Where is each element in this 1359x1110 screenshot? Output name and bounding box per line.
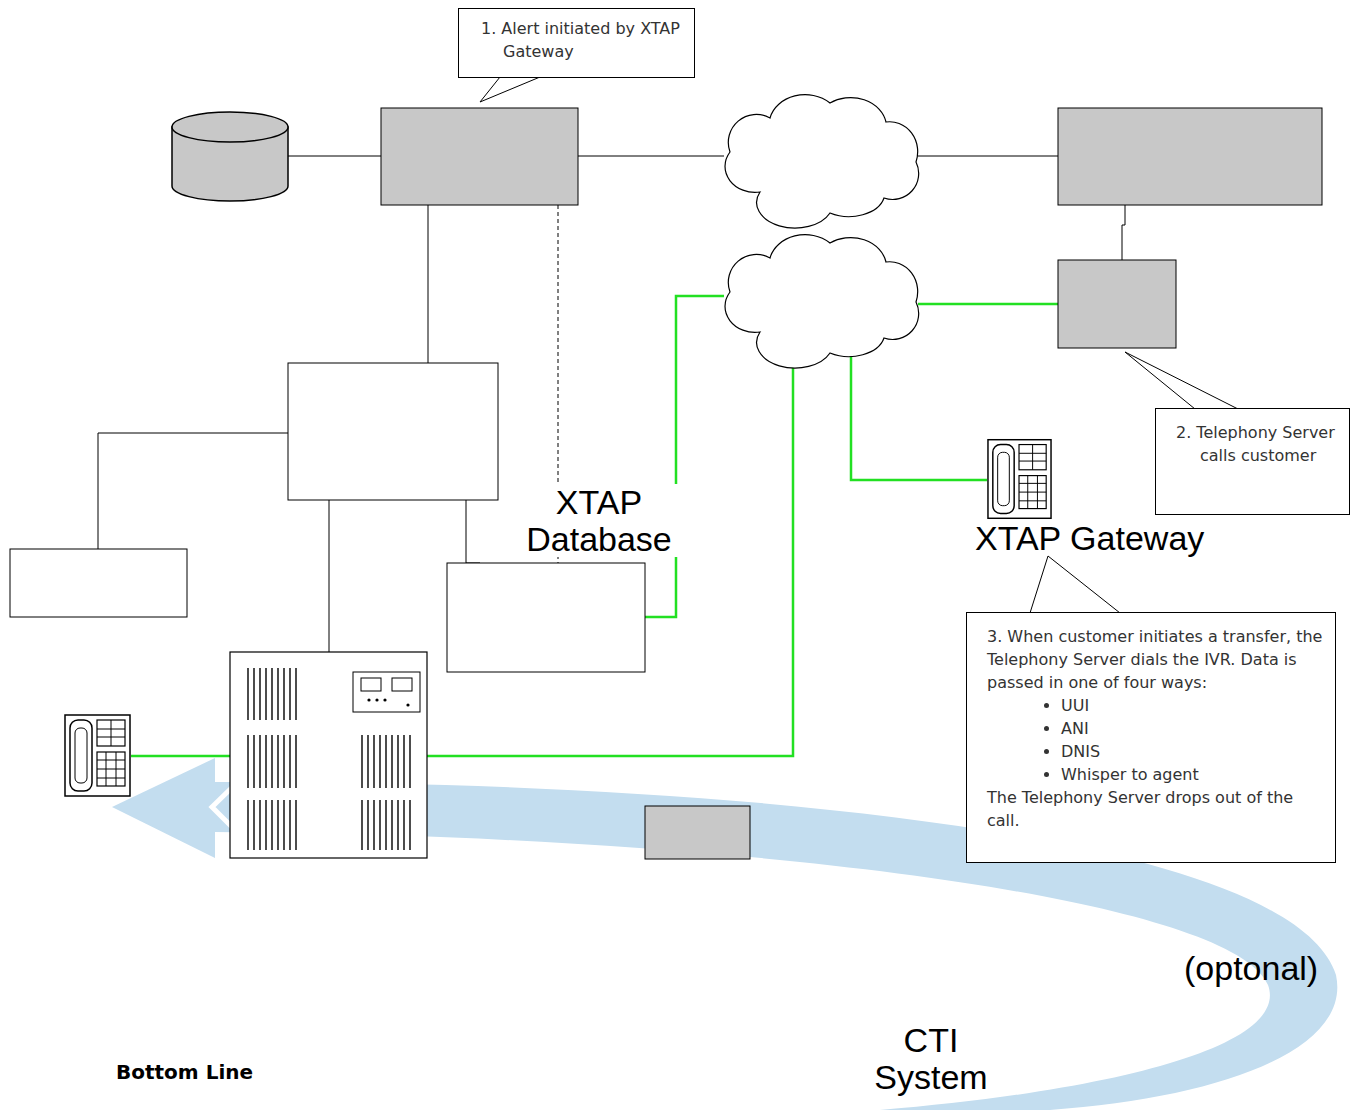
component-label: XTAP Database: [520, 484, 678, 557]
component-label: CTI System: [866, 1022, 996, 1097]
xtap-gateway-server: [381, 108, 578, 205]
telephone-cloud: [725, 235, 919, 368]
remote-server: [1058, 108, 1322, 205]
bullet-list: UUIANIDNISWhisper to agent: [987, 694, 1323, 786]
bullet-item: DNIS: [1061, 740, 1323, 763]
callout-text: The Telephony Server drops out of the ca…: [987, 786, 1323, 832]
ivr-box: [447, 563, 645, 672]
customer-phone: [988, 440, 1051, 519]
callout-box: 1. Alert initiated by XTAP Gateway: [458, 8, 695, 78]
telephony-lines: [131, 296, 1058, 756]
callout-box: 2. Telephony Server calls customer: [1155, 408, 1350, 515]
telephony-server: [1058, 260, 1176, 348]
pbx-switch: [230, 652, 427, 858]
callout-text: 2. Telephony Server calls customer: [1200, 421, 1341, 467]
bullet-item: UUI: [1061, 694, 1323, 717]
agent-phone: [65, 715, 130, 796]
database-cylinder: [172, 112, 288, 201]
bullet-item: ANI: [1061, 717, 1323, 740]
callout-box: 3. When customer initiates a transfer, t…: [966, 612, 1336, 863]
note-label: (optonal): [1184, 948, 1318, 989]
client-box: [10, 549, 187, 617]
callout-text: 1. Alert initiated by XTAP Gateway: [503, 17, 684, 63]
section-heading: Bottom Line: [116, 1060, 253, 1084]
callout-pointer: [480, 77, 1238, 613]
network-cloud: [725, 95, 919, 228]
component-label: XTAP Gateway: [975, 521, 1204, 555]
bullet-item: Whisper to agent: [1061, 763, 1323, 786]
cti-box: [645, 806, 750, 859]
callout-text: 3. When customer initiates a transfer, t…: [987, 625, 1323, 694]
network-box: [288, 363, 498, 500]
